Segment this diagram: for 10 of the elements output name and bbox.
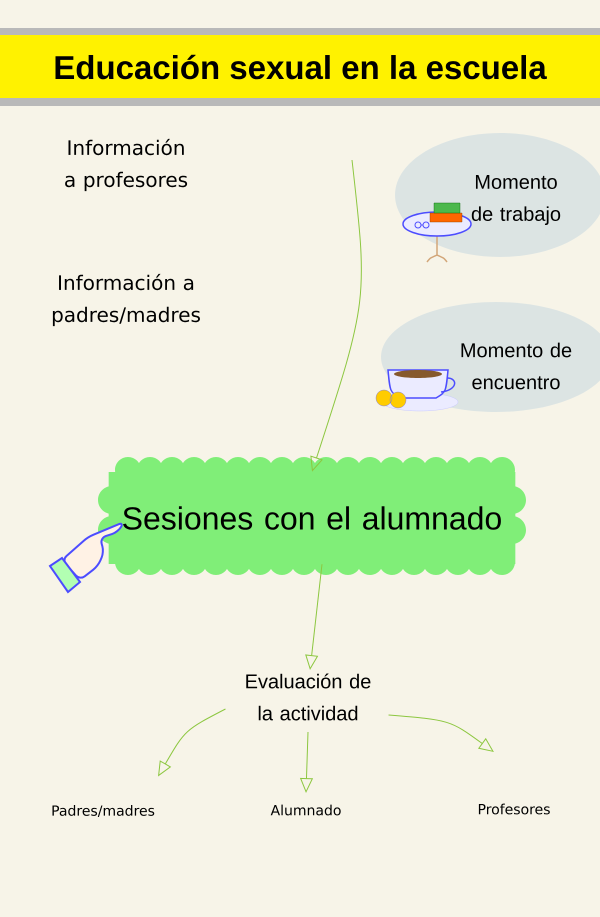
- label-text: Padres/madres: [52, 805, 154, 817]
- label-text: Evaluación de la actividad: [246, 674, 370, 720]
- speech-bubble: Momento de trabajo: [395, 133, 600, 257]
- label-text: Profesores: [478, 804, 550, 814]
- label-text: Información a padres/madres: [52, 274, 200, 326]
- highlight-blob: Sesiones con el alumnado: [98, 457, 526, 575]
- title-banner: Educación sexual en la escuela: [0, 28, 600, 106]
- label-text: Información a profesores: [65, 138, 188, 192]
- speech-bubble: Momento de encuentro: [381, 302, 600, 412]
- label-text: Alumnado: [270, 804, 341, 816]
